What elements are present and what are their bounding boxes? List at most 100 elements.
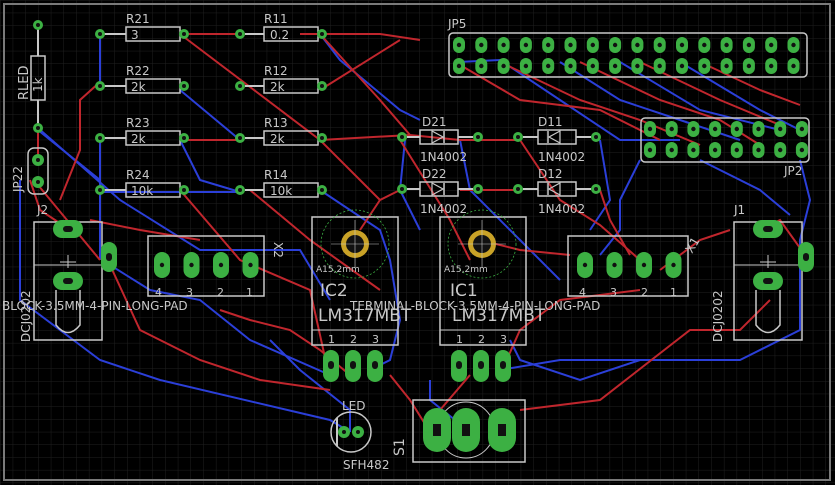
ic2-pin3: 3: [372, 333, 379, 346]
terminal-block-x2[interactable]: 4 3 2 1 X2 BLOCK-3.5MM-4-PIN-LONG-PAD: [2, 235, 285, 313]
terminal-mid-label: TERMINAL-BLOCK-3.5MM-4-PIN-LONG-PAD: [349, 299, 600, 313]
drill-hole: [641, 262, 647, 268]
ic1-pin2: 2: [478, 333, 485, 346]
drill-hole: [189, 262, 194, 268]
drill-hole: [702, 42, 707, 48]
drill-hole: [612, 42, 618, 48]
regulator-ic2[interactable]: A15,2mm IC2 LM317MBT 1 2 3: [311, 209, 412, 382]
ic1-label: IC1: [450, 281, 478, 301]
drill-hole: [712, 147, 718, 153]
drill-hole: [712, 126, 718, 132]
resistor-r21[interactable]: R21 3: [95, 12, 189, 42]
d12-label: D12: [538, 167, 563, 181]
r23-value: 2k: [131, 132, 146, 146]
led-sfh482[interactable]: LED SFH482: [330, 399, 389, 472]
dcj-left-label: DCJ0202: [19, 290, 33, 342]
r11-value: 0.2: [270, 28, 289, 42]
x1-pin3: 3: [610, 286, 617, 299]
resistor-r22[interactable]: R22 2k: [95, 64, 189, 94]
drill-hole: [568, 42, 573, 48]
drill-hole: [746, 42, 752, 48]
r12-label: R12: [264, 64, 288, 78]
drill-hole: [691, 147, 696, 153]
drill-hole: [248, 262, 253, 268]
lm-right-label: LM317MBT: [452, 306, 546, 326]
d21-label: D21: [422, 115, 447, 129]
ic2-pin2: 2: [350, 333, 357, 346]
jp5-label: JP5: [447, 17, 466, 31]
drill-hole: [635, 42, 640, 48]
jp2-header[interactable]: JP2: [640, 117, 810, 178]
resistor-r12[interactable]: R12 2k: [235, 64, 327, 94]
drill-hole: [501, 42, 506, 48]
x1-pin1: 1: [670, 286, 677, 299]
drill-hole: [778, 126, 783, 132]
ic1-pin1: 1: [456, 333, 463, 346]
r21-value: 3: [131, 28, 139, 42]
drill-hole: [756, 126, 761, 132]
drill-hole: [679, 63, 685, 69]
drill-hole: [501, 63, 506, 69]
drill-hole: [669, 126, 674, 132]
diode-d22[interactable]: D22 1N4002: [397, 167, 483, 216]
resistor-r23[interactable]: R23 2k: [95, 116, 189, 146]
drill-hole: [702, 63, 707, 69]
drill-hole: [546, 42, 551, 48]
terminal-block-x1[interactable]: 4 3 2 1 X1: [567, 235, 703, 299]
drill-hole: [546, 63, 551, 69]
drill-hole: [734, 126, 739, 132]
diode-d11[interactable]: D11 1N4002: [513, 115, 601, 164]
ic2-label: IC2: [320, 281, 348, 301]
resistor-r13[interactable]: R13 2k: [235, 116, 327, 146]
resistor-r14[interactable]: R14 10k: [235, 168, 327, 198]
jp22-header[interactable]: JP22: [11, 147, 49, 195]
drill-hole: [724, 42, 729, 48]
drill-hole: [657, 42, 662, 48]
drill-hole: [669, 147, 674, 153]
drill-hole: [734, 147, 739, 153]
lm-left-label: LM317MBT: [318, 306, 412, 326]
drill-hole: [756, 147, 761, 153]
x1-pin2: 2: [641, 286, 648, 299]
x2-pin3: 3: [186, 286, 193, 299]
x2-pin2: 2: [217, 286, 224, 299]
resistor-r11[interactable]: R11 0.2: [235, 12, 327, 42]
drill-hole: [590, 63, 595, 69]
rled-resistor[interactable]: RLED 1k: [17, 20, 46, 133]
drill-hole: [218, 262, 224, 268]
r11-label: R11: [264, 12, 288, 26]
resistor-r24[interactable]: R24 10k: [95, 168, 189, 198]
drill-hole: [746, 63, 752, 69]
diode-d21[interactable]: D21 1N4002: [397, 115, 483, 164]
dc-jack-j2[interactable]: J2 DCJ0202: [19, 203, 117, 342]
drill-hole: [159, 262, 165, 268]
ic1-pin3: 3: [500, 333, 507, 346]
s1-label: S1: [392, 438, 408, 456]
jp5-header[interactable]: JP5: [447, 17, 808, 78]
top-traces: [29, 33, 806, 433]
drill-hole: [799, 147, 805, 153]
switch-s1[interactable]: S1: [392, 399, 526, 463]
d21-value: 1N4002: [420, 150, 467, 164]
ic2-pin1: 1: [328, 333, 335, 346]
drill-hole: [671, 262, 676, 268]
rled-label: RLED: [17, 66, 32, 101]
drill-hole: [590, 42, 595, 48]
r22-label: R22: [126, 64, 150, 78]
drill-hole: [582, 262, 588, 268]
dc-jack-j1[interactable]: J1 DCJ0202: [711, 203, 814, 342]
jp2-label: JP2: [783, 164, 802, 178]
r14-value: 10k: [270, 184, 292, 198]
r21-label: R21: [126, 12, 150, 26]
r13-label: R13: [264, 116, 288, 130]
regulator-ic1[interactable]: A15,2mm IC1 LM317MBT 1 2 3: [439, 209, 546, 382]
drill-hole: [647, 147, 653, 153]
jp22-label: JP22: [11, 166, 25, 193]
drill-hole: [479, 63, 484, 69]
diode-d12[interactable]: D12 1N4002: [513, 167, 601, 216]
drill-hole: [523, 63, 529, 69]
drill-hole: [769, 63, 774, 69]
d12-value: 1N4002: [538, 202, 585, 216]
r14-label: R14: [264, 168, 288, 182]
